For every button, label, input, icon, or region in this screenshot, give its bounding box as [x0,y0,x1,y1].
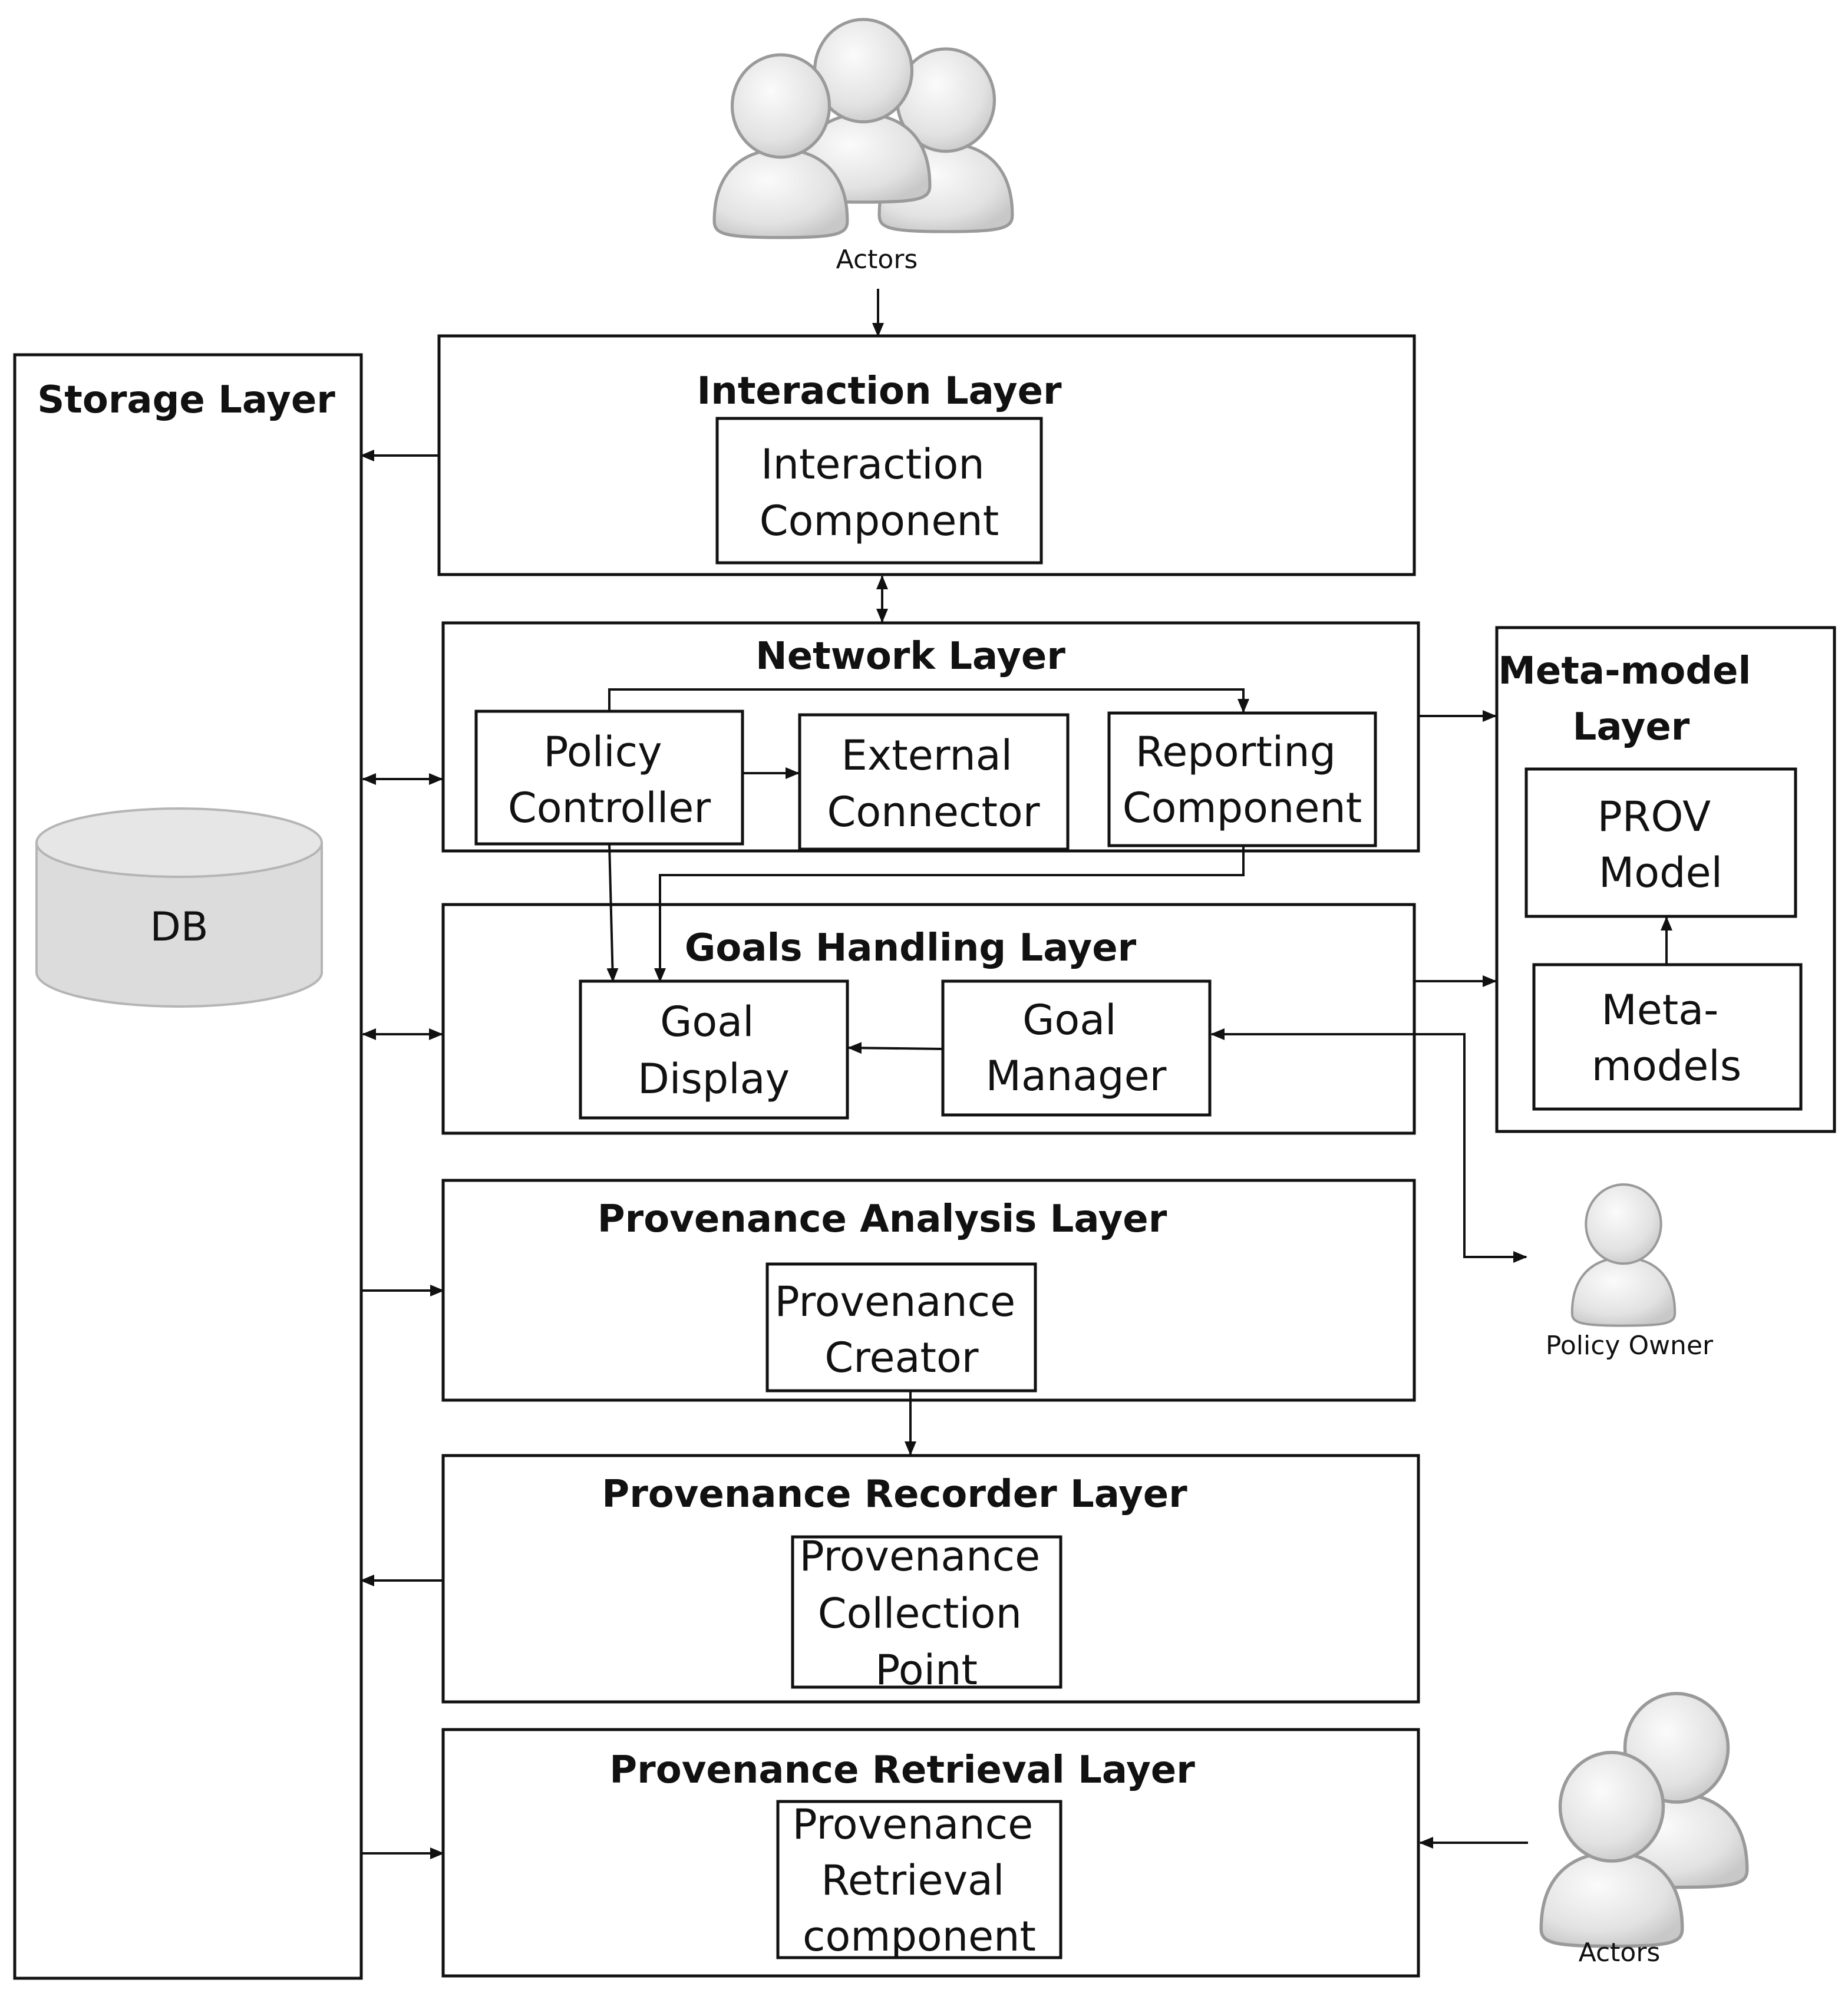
recorder-layer-box [441,1454,1420,1704]
db-label: DB [150,904,208,951]
provenance-creator-box [765,1262,1037,1393]
policy-controller-label: Policy Controller [508,728,711,832]
provenance-collection-point-label: Provenance Collection Point [800,1532,1054,1694]
storage-layer-box [13,353,363,1980]
provenance-creator-label: Provenance Creator [775,1278,1029,1382]
metamodel-layer-box [1495,626,1836,1133]
interaction-component-label: Interaction Component [760,440,999,545]
actors-bottom-label: Actors [1579,1938,1661,1968]
policy-owner-label: Policy Owner [1546,1331,1714,1361]
goals-layer-title: Goals Handling Layer [685,926,1137,970]
provenance-retrieval-box [776,1800,1062,1959]
recorder-layer-title: Provenance Recorder Layer [602,1473,1187,1516]
policy-owner-icon [1572,1184,1675,1326]
goal-display-label: Goal Display [638,998,790,1103]
db-cylinder-icon [35,807,323,1008]
meta-models-label: Meta- models [1592,986,1741,1090]
connectors [360,289,1672,1859]
external-connector-box [798,713,1070,851]
goal-display-box [579,979,849,1120]
arrow-goal-manager-policy-owner [1210,1028,1527,1263]
actors-bottom-icon [1541,1694,1747,1946]
network-layer-box [441,621,1420,853]
prov-model-label: PROV Model [1598,793,1724,897]
metamodel-layer-title: Meta-model Layer [1498,649,1764,749]
interaction-layer-title: Interaction Layer [697,369,1062,413]
storage-layer-title: Storage Layer [37,378,335,422]
goal-manager-label: Goal Manager [986,996,1167,1100]
analysis-layer-title: Provenance Analysis Layer [598,1197,1167,1241]
goals-layer-box [441,903,1416,1135]
reporting-component-label: Reporting Component [1123,728,1362,832]
retrieval-layer-title: Provenance Retrieval Layer [609,1748,1195,1792]
external-connector-label: External Connector [827,731,1040,836]
actors-top-label: Actors [836,245,918,275]
arrow-policy-to-goal-display [606,843,619,982]
arrow-goal-manager-to-display [847,1042,943,1054]
provenance-retrieval-label: Provenance Retrieval component [793,1800,1047,1961]
arrow-reporting-to-goal-display [654,846,1245,982]
provenance-collection-point-box [791,1535,1062,1689]
network-layer-title: Network Layer [755,635,1065,678]
arrow-policy-to-reporting [608,688,1249,713]
interaction-component-box [715,417,1043,565]
actors-top-icon [714,19,1012,237]
